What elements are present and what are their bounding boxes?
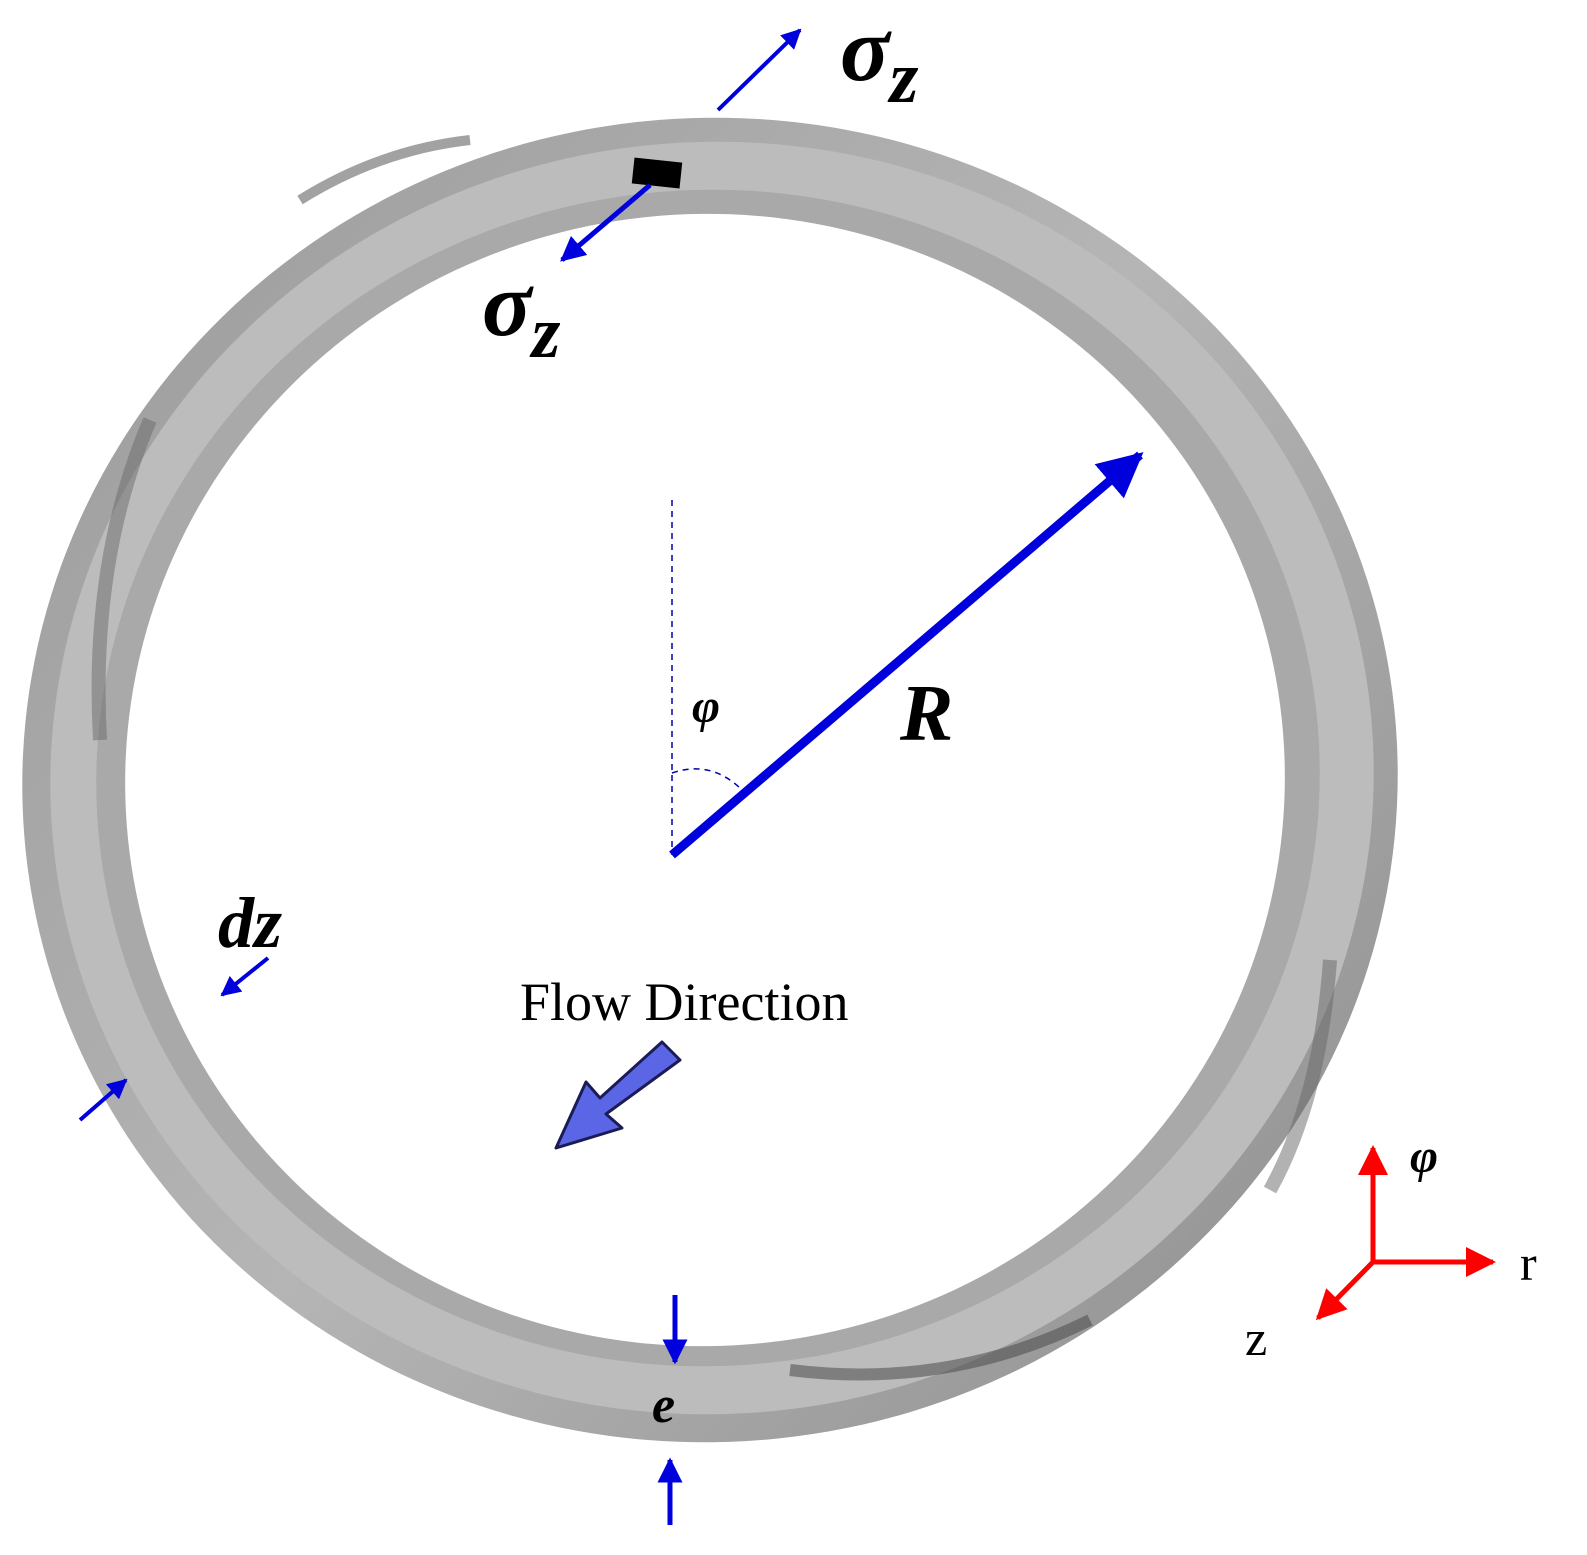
phi-axis-label: φ bbox=[1410, 1130, 1438, 1183]
ring-inner-hole bbox=[125, 213, 1285, 1347]
ring-shadow-top-left bbox=[297, 135, 471, 205]
z-axis bbox=[1315, 1260, 1375, 1321]
dz-label: dz bbox=[218, 883, 282, 963]
stress-element-block bbox=[631, 157, 683, 189]
coordinate-axes: φ r z bbox=[1245, 1130, 1537, 1366]
z-axis-label: z bbox=[1245, 1310, 1267, 1366]
ring-shadow-bottom bbox=[789, 1314, 1093, 1381]
radius-vector bbox=[669, 451, 1144, 859]
ring-shadow-left bbox=[91, 417, 157, 741]
ring bbox=[22, 117, 1398, 1443]
radius-label: R bbox=[899, 670, 953, 758]
sigma-top-label: σz bbox=[840, 0, 919, 119]
dz-arrow-outer bbox=[78, 1078, 128, 1122]
ring-shadow-right bbox=[1263, 959, 1337, 1194]
flow-direction-arrow bbox=[554, 1040, 682, 1150]
sigma-inner-label: σz bbox=[482, 253, 561, 374]
angle-label: φ bbox=[692, 680, 720, 733]
r-axis-label: r bbox=[1520, 1235, 1537, 1291]
dz-arrow-inner bbox=[220, 956, 270, 997]
sigma-inner-arrow bbox=[560, 183, 652, 262]
sigma-top-arrow bbox=[716, 28, 802, 112]
thickness-label: e bbox=[652, 1377, 675, 1434]
flow-direction-label: Flow Direction bbox=[520, 972, 848, 1032]
angle-arc bbox=[671, 768, 741, 789]
